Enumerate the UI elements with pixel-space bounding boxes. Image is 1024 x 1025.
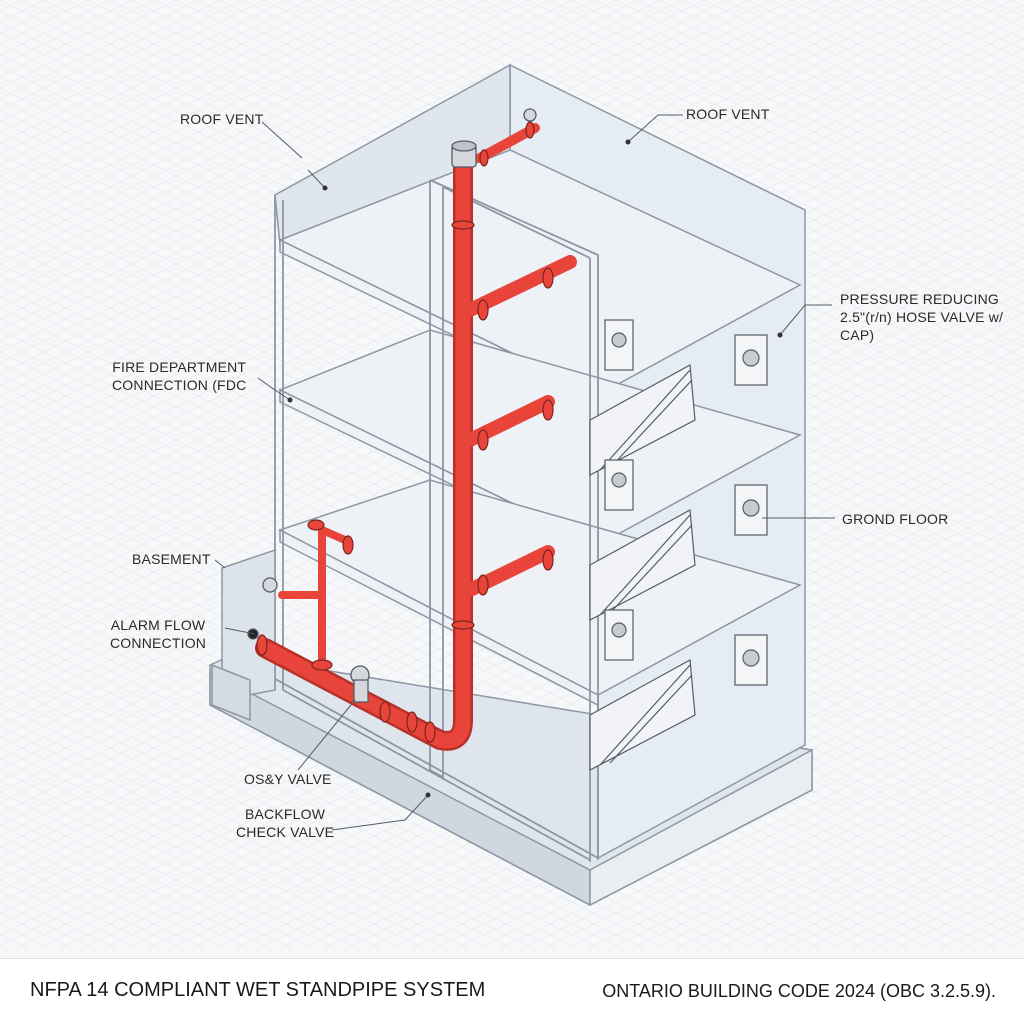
valves (247, 108, 537, 703)
label-fire-department-connection: FIRE DEPARTMENT CONNECTION (FDC (112, 359, 247, 393)
basement-wall (211, 548, 276, 722)
footer-bar: NFPA 14 COMPLIANT WET STANDPIPE SYSTEM O… (0, 958, 1024, 1025)
label-backflow-check-valve: BACKFLOW CHECK VALVE (236, 806, 335, 840)
leader-lines (214, 114, 835, 831)
label-alarm-flow-connection: ALARM FLOW CONNECTION (110, 617, 207, 651)
stairs (589, 364, 696, 771)
foundation (209, 654, 813, 907)
label-osy-valve: OS&Y VALVE (244, 771, 332, 787)
label-pressure-reducing-valve: PRESSURE REDUCING 2.5"(r/n) HOSE VALVE w… (840, 291, 1004, 343)
leader-dots (287, 139, 783, 798)
pipe-flanges (256, 121, 554, 743)
label-roof-vent-right: ROOF VENT (686, 106, 770, 122)
hose-cabinets (604, 319, 768, 686)
standpipe-diagram (0, 0, 1024, 950)
label-roof-vent-left: ROOF VENT (180, 111, 264, 127)
footer-title-left: NFPA 14 COMPLIANT WET STANDPIPE SYSTEM (30, 979, 486, 1001)
footer-title-right: ONTARIO BUILDING CODE 2024 (OBC 3.2.5.9)… (602, 981, 996, 1001)
label-ground-floor: GROND FLOOR (842, 511, 949, 527)
label-basement: BASEMENT (132, 551, 211, 567)
